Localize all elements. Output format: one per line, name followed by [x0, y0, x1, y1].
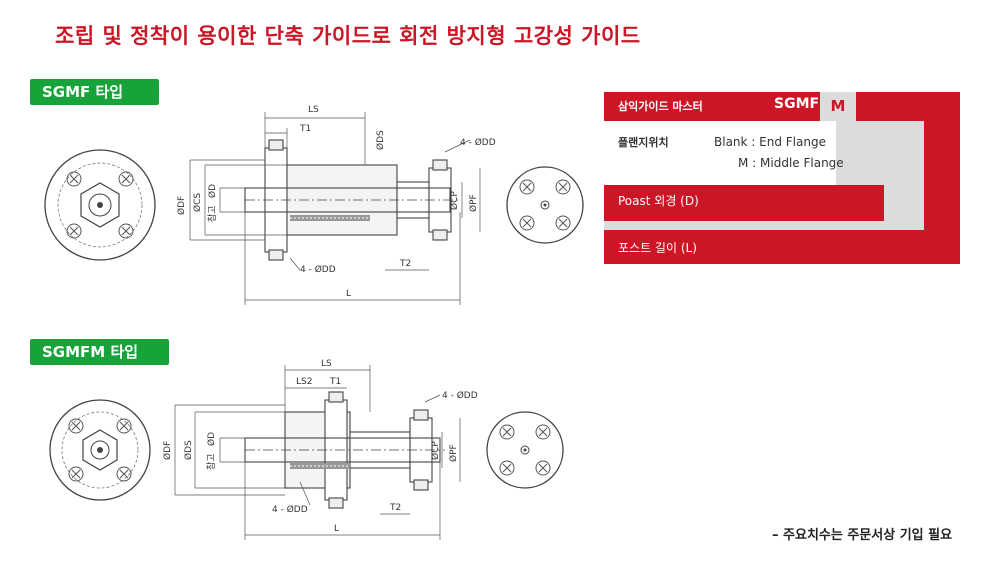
sgmfm-dim-ls: LS — [321, 359, 332, 369]
type-label-sgmfm: SGMFM 타입 — [30, 339, 169, 365]
sgmf-dim-cp: ØCP — [449, 191, 460, 210]
sgmf-dim-dd-bottom: 4 - ØDD — [300, 264, 336, 275]
sgmf-dim-t2: T2 — [399, 259, 411, 269]
sgmfm-front-view-right — [486, 411, 564, 489]
sgmfm-dim-ls2: LS2 — [296, 377, 312, 387]
option-blank: Blank : End Flange — [714, 135, 826, 149]
panel-bg-white — [604, 121, 836, 185]
product-code-panel: 삼익가이드 마스터 SGMF M 플랜지위치 Blank : End Flang… — [604, 92, 960, 264]
sgmfm-dim-dd-top: 4 - ØDD — [442, 390, 478, 401]
sgmfm-dim-l: L — [334, 524, 339, 534]
sgmf-dimension-lines — [189, 112, 481, 305]
sgmfm-dim-ref: 참고 — [206, 453, 217, 470]
sgmf-dim-l: L — [346, 289, 351, 299]
sgmf-front-view-left — [44, 149, 156, 261]
sgmf-dim-dd-top: 4 - ØDD — [460, 137, 496, 148]
sgmfm-dim-pf: ØPF — [448, 444, 459, 462]
sgmf-side-view — [244, 139, 460, 261]
type-label-sgmf: SGMF 타입 — [30, 79, 159, 105]
page-title: 조립 및 정착이 용이한 단축 가이드로 회전 방지형 고강성 가이드 — [55, 24, 641, 48]
sgmfm-dimension-lines — [174, 365, 461, 540]
sgmfm-side-view — [244, 391, 445, 509]
sgmfm-dim-df: ØDF — [162, 441, 173, 460]
panel-code: SGMF — [774, 96, 820, 112]
sgmfm-dim-ds: ØDS — [183, 440, 194, 460]
sgmfm-dim-cp: ØCP — [430, 441, 441, 460]
sgmf-dim-pf: ØPF — [468, 194, 479, 212]
sgmfm-dim-d: ØD — [206, 432, 217, 446]
sgmfm-dim-t2: T2 — [389, 503, 401, 513]
sgmf-dim-df: ØDF — [176, 196, 187, 215]
dimension-note: – 주요치수는 주문서상 기입 필요 — [772, 528, 953, 543]
panel-suffix: M — [820, 92, 856, 121]
sgmfm-dim-dd-bottom: 4 - ØDD — [272, 504, 308, 515]
sgmf-dim-d: ØD — [207, 184, 218, 198]
sgmf-dim-ds: ØDS — [375, 130, 386, 150]
sgmf-front-view-right — [506, 166, 584, 244]
panel-header: 삼익가이드 마스터 — [618, 100, 703, 113]
sgmf-dim-ls: LS — [308, 105, 319, 115]
sgmf-dim-cs: ØCS — [192, 193, 203, 212]
post-length-label: 포스트 길이 (L) — [618, 241, 697, 255]
sgmf-dim-t1: T1 — [299, 124, 311, 134]
option-m: M : Middle Flange — [738, 156, 844, 170]
panel-bg-grey-inner — [836, 121, 884, 185]
sgmfm-front-view-left — [49, 399, 151, 501]
post-od-label: Poast 외경 (D) — [618, 194, 699, 208]
flange-position-label: 플랜지위치 — [618, 136, 669, 149]
sgmf-dim-ref: 참고 — [207, 205, 218, 222]
sgmfm-dim-t1: T1 — [329, 377, 341, 387]
